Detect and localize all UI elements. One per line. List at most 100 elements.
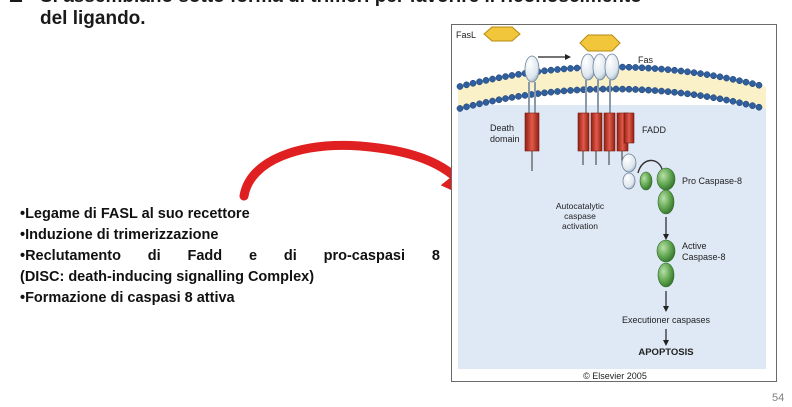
phospholipid-head — [502, 95, 509, 102]
page-number: 54 — [772, 392, 785, 404]
phospholipid-head — [625, 85, 633, 93]
procaspase-label: Pro Caspase-8 — [682, 176, 742, 186]
phospholipid-head — [541, 89, 548, 97]
phospholipid-head — [658, 87, 665, 95]
bullet-list: •Legame di FASL al suo recettore •Induzi… — [20, 204, 440, 309]
phospholipid-head — [495, 96, 503, 104]
phospholipid-head — [573, 64, 581, 72]
phospholipid-head — [515, 93, 522, 100]
phospholipid-head — [489, 97, 496, 105]
bullet-item-trimerization: •Induzione di trimerizzazione — [20, 227, 219, 243]
phospholipid-head — [547, 88, 555, 96]
phospholipid-head — [612, 85, 620, 93]
phospholipid-head — [729, 97, 737, 105]
phospholipid-head — [469, 101, 477, 109]
phospholipid-head — [651, 65, 659, 72]
phospholipid-head — [671, 66, 678, 74]
phospholipid-head — [651, 87, 659, 94]
phospholipid-head — [515, 71, 522, 78]
fadd-label: FADD — [642, 125, 667, 135]
title-bullet-icon — [10, 0, 22, 2]
recruitment-word: •Reclutamento — [20, 248, 121, 264]
phospholipid-head — [599, 85, 607, 93]
phospholipid-head — [690, 69, 698, 77]
recruitment-word: e — [248, 248, 258, 264]
phospholipid-head — [502, 73, 509, 80]
bullet-item-recruitment: •Reclutamento di Fadd e di pro-caspasi 8 — [20, 246, 440, 267]
pro-caspase-8 — [639, 167, 676, 215]
phospholipid-head — [489, 75, 496, 83]
curved-red-arrow-icon — [239, 140, 478, 202]
bullet-item-fasl-binding: •Legame di FASL al suo recettore — [20, 206, 250, 222]
phospholipid-head — [638, 64, 646, 72]
phospholipid-head — [658, 65, 665, 73]
recruitment-word: pro-caspasi — [323, 248, 406, 264]
phospholipid-head — [723, 96, 730, 104]
phospholipid-head — [632, 86, 639, 93]
phospholipid-head — [736, 99, 743, 107]
phospholipid-head — [547, 66, 555, 74]
phospholipid-head — [619, 85, 626, 93]
phospholipid-head — [755, 103, 763, 111]
phospholipid-head — [476, 78, 483, 86]
fasl-trimer-ligand-icon — [579, 34, 621, 52]
phospholipid-head — [521, 92, 529, 99]
phospholipid-head — [573, 86, 581, 94]
autocatalytic-label-3: activation — [562, 221, 598, 231]
phospholipid-head — [463, 81, 470, 89]
phospholipid-head — [671, 88, 678, 96]
phospholipid-head — [508, 94, 516, 101]
death-label-1: Death — [490, 123, 514, 133]
pathway-diagram: FasL Death domain — [456, 26, 766, 381]
phospholipid-head — [710, 72, 717, 80]
fas-label: Fas — [638, 55, 654, 65]
phospholipid-head — [690, 91, 698, 99]
phospholipid-head — [723, 74, 730, 82]
phospholipid-head — [755, 81, 763, 89]
phospholipid-head — [664, 66, 672, 73]
death-label-2: domain — [490, 134, 520, 144]
active-label-1: Active — [682, 241, 707, 251]
phospholipid-head — [749, 80, 756, 87]
recruitment-word: di — [283, 248, 297, 264]
phospholipid-head — [482, 99, 490, 106]
phospholipid-head — [463, 103, 470, 111]
phospholipid-head — [697, 70, 704, 77]
recruitment-word: di — [147, 248, 161, 264]
phospholipid-head — [508, 72, 516, 79]
phospholipid-head — [749, 102, 756, 109]
phospholipid-head — [495, 74, 503, 82]
phospholipid-head — [684, 68, 691, 76]
executioner-label: Executioner caspases — [622, 315, 711, 325]
title-line-1: Si assemblano sotto forma di trimeri per… — [40, 0, 642, 8]
phospholipid-head — [586, 86, 594, 93]
phospholipid-head — [742, 78, 750, 86]
phospholipid-head — [716, 95, 724, 103]
copyright-label: © Elsevier 2005 — [583, 371, 647, 381]
phospholipid-head — [710, 94, 717, 102]
phospholipid-head — [684, 90, 691, 98]
phospholipid-head — [677, 67, 685, 75]
recruitment-word: Fadd — [187, 248, 223, 264]
fas-receptor-trimer — [577, 53, 629, 165]
phospholipid-head — [742, 100, 750, 108]
phospholipid-head — [703, 93, 711, 100]
phospholipid-head — [677, 89, 685, 97]
fas-pathway-figure: FasL Death domain — [451, 24, 777, 382]
phospholipid-head — [554, 66, 561, 73]
phospholipid-head — [560, 87, 568, 95]
bullet-item-disc: (DISC: death-inducing signalling Complex… — [20, 269, 315, 285]
phospholipid-head — [729, 75, 737, 83]
title-line-2: del ligando. — [40, 8, 146, 29]
fasl-ligand-icon — [483, 26, 521, 42]
apoptosis-label: APOPTOSIS — [638, 347, 693, 358]
active-caspase-8 — [656, 239, 676, 288]
fasl-label: FasL — [456, 30, 476, 40]
phospholipid-head — [456, 83, 464, 90]
phospholipid-head — [469, 79, 477, 87]
phospholipid-head — [456, 105, 464, 112]
phospholipid-head — [703, 71, 711, 78]
phospholipid-head — [697, 92, 704, 99]
phospholipid-head — [645, 86, 652, 94]
phospholipid-head — [567, 65, 574, 72]
